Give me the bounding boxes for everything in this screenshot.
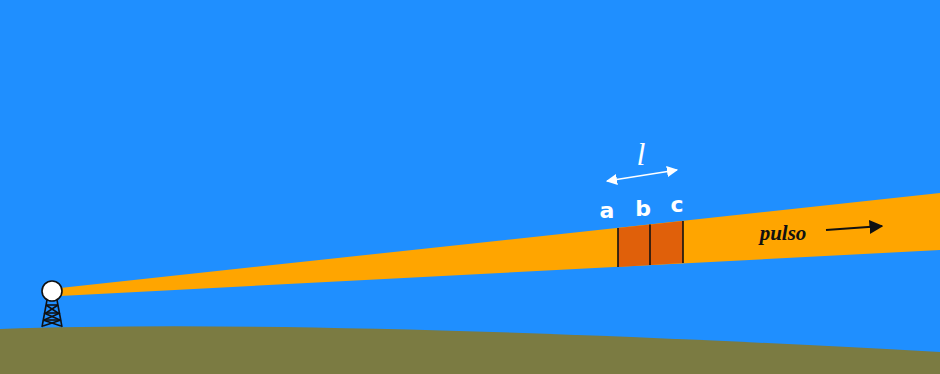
tower: [42, 300, 62, 327]
pulse-segment: [618, 221, 683, 267]
point-label: b: [635, 198, 651, 220]
length-symbol: l: [637, 138, 646, 170]
point-label: a: [600, 200, 615, 222]
antenna: [42, 281, 62, 301]
point-label: c: [670, 194, 683, 216]
direction-arrow: [826, 226, 882, 230]
segment-lines: [618, 221, 683, 267]
ground: [0, 326, 940, 374]
pulse-label: pulso: [760, 223, 807, 244]
beam: [60, 193, 940, 296]
length-arrow: [607, 170, 677, 181]
